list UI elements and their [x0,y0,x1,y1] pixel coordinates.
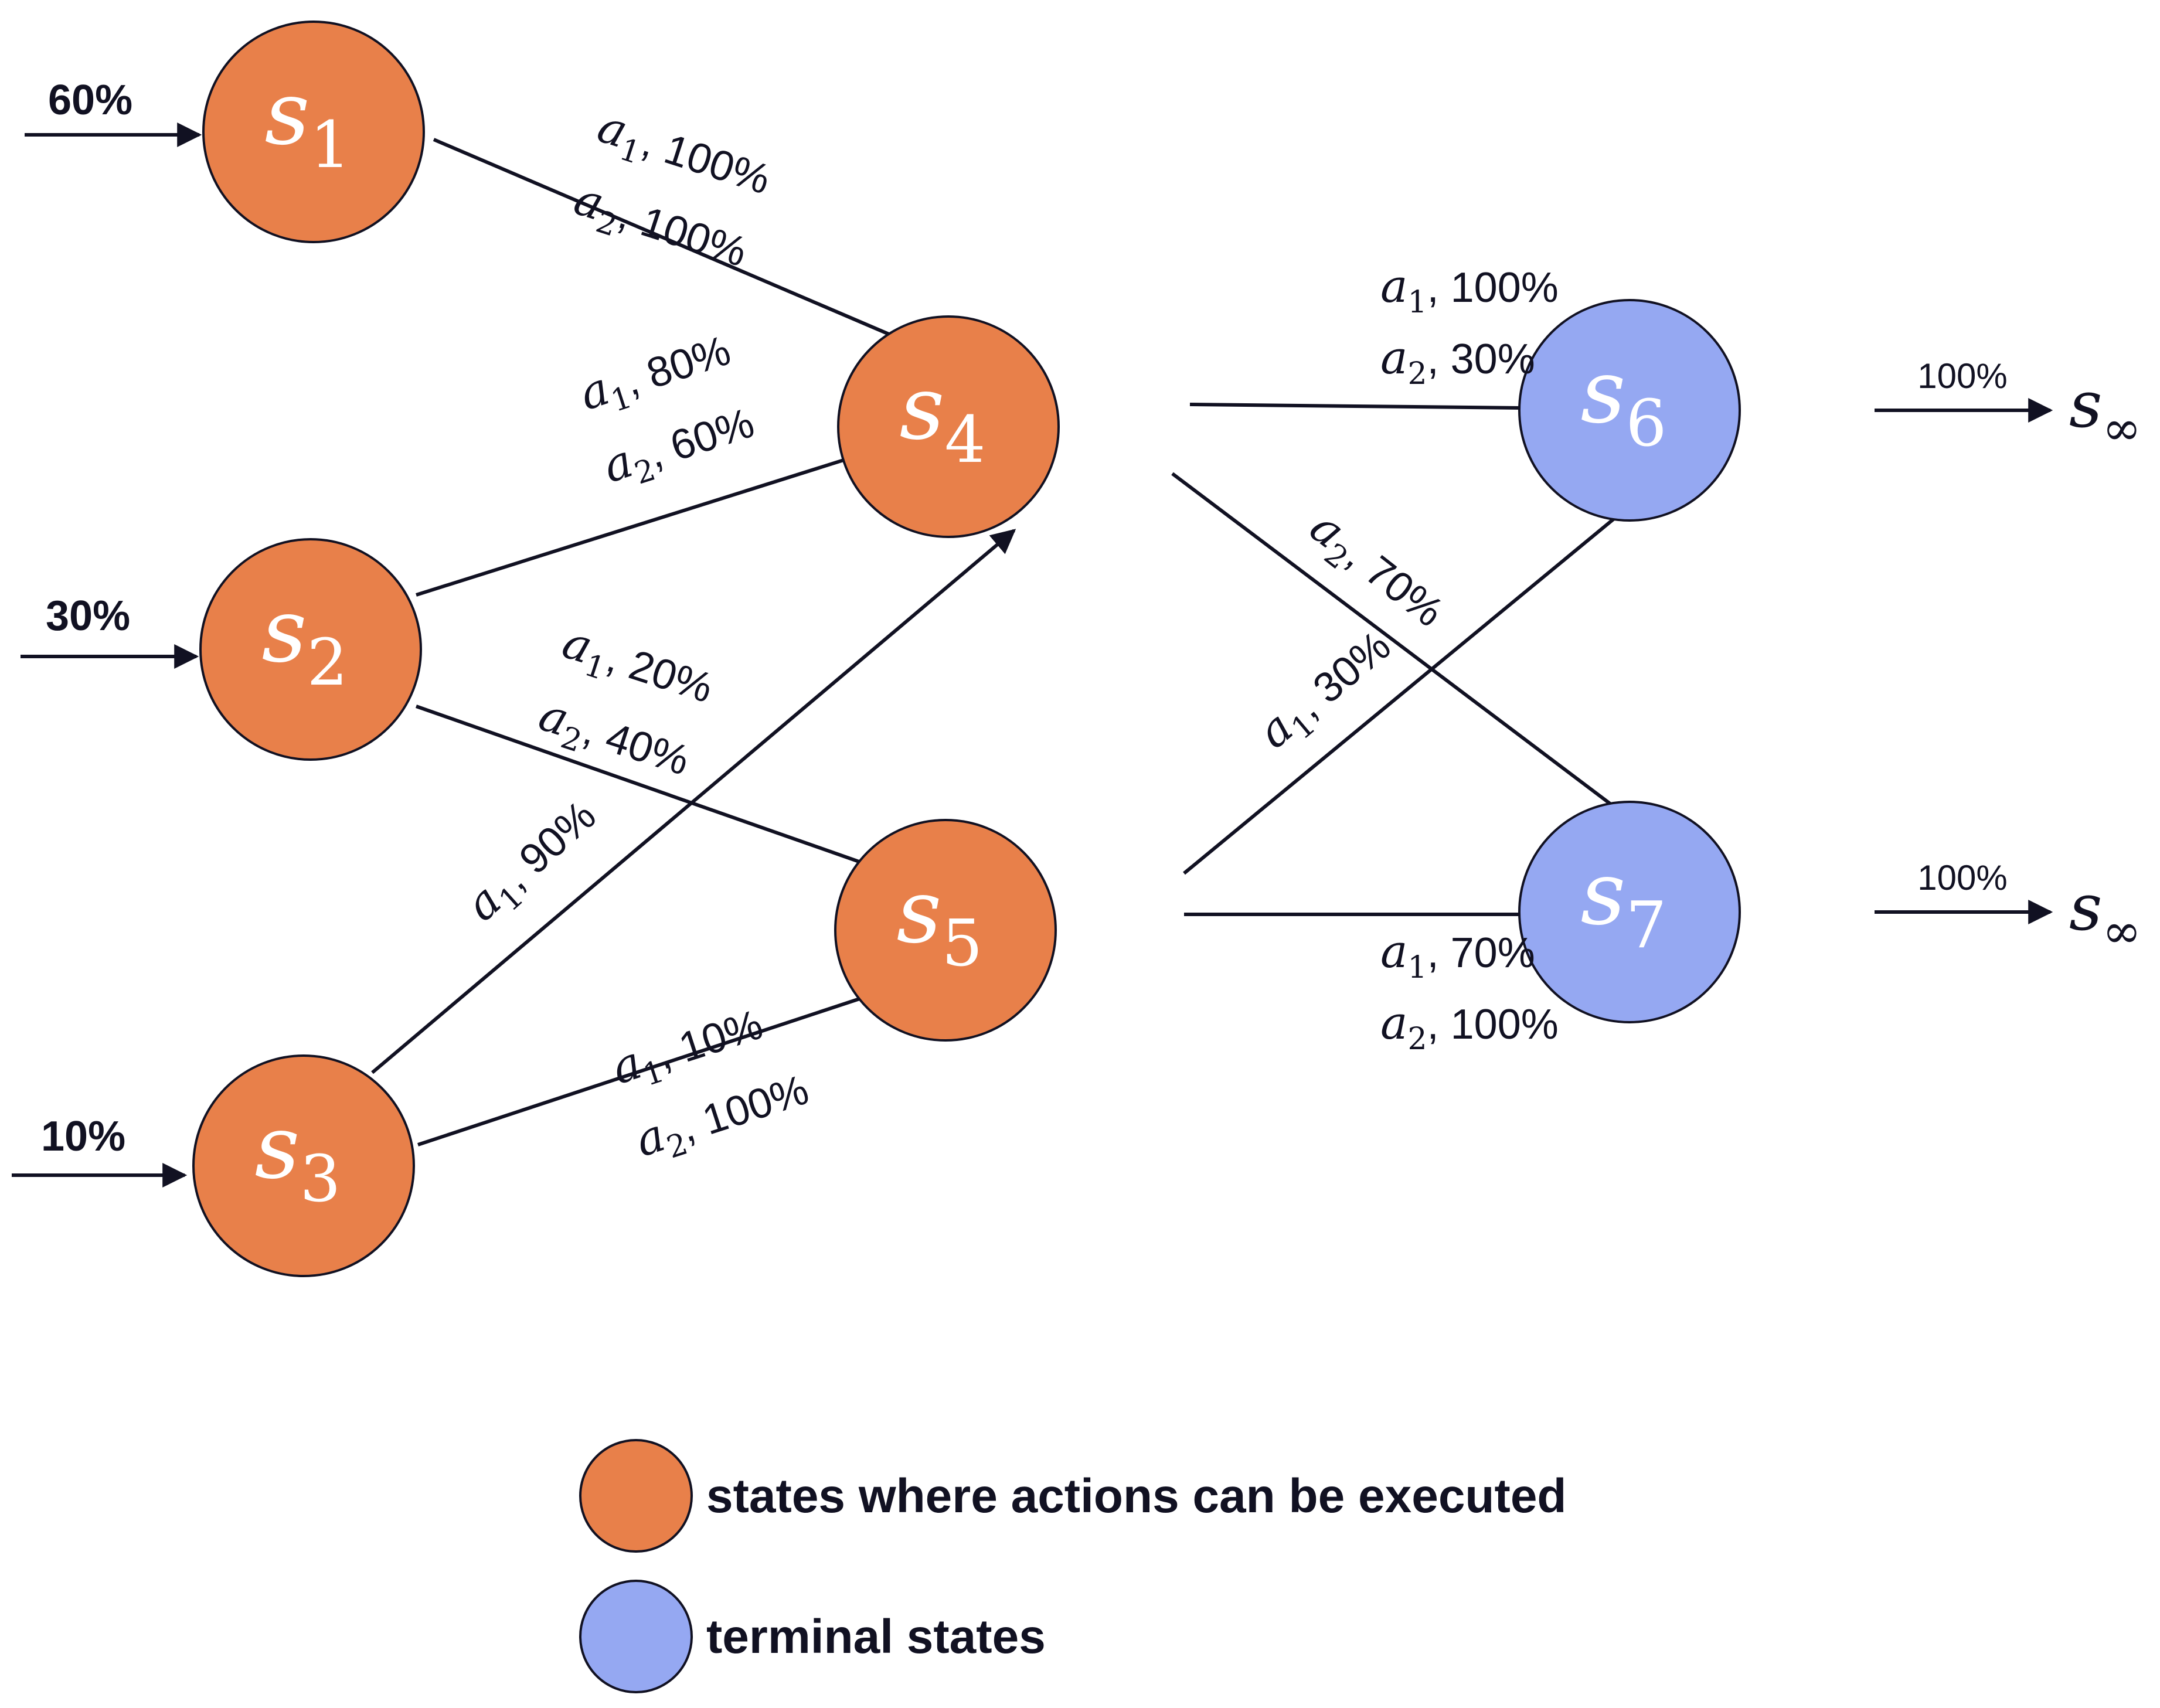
transition-arrow-s5-s6 [1183,480,1661,875]
absorbing-state-label: s∞ [2069,870,2141,958]
state-label: s4 [900,358,986,477]
legend-label: states where actions can be executed [706,1469,1567,1523]
action-probability-label: a1, 90% [455,789,610,937]
state-circle [192,1054,415,1277]
state-circle [834,819,1057,1042]
state-label: s1 [265,63,351,182]
action-probability-label: a2, 30% [1380,332,1535,392]
transition-label-s1-s4: a1, 100%a2, 100% [568,100,777,275]
state-node-s7: s7 [1518,801,1741,1023]
state-label: s2 [262,580,348,700]
action-probability-label: a2, 70% [1296,501,1455,643]
transition-label-s2-s5: a1, 20%a2, 40% [533,615,719,784]
legend-item-terminal: terminal states [579,1580,1046,1693]
legend-swatch [579,1580,693,1693]
transition-arrow-s4-s7 [1171,472,1658,840]
state-node-s1: s1 [202,21,425,243]
transition-label-s4-s7: a2, 70% [1296,501,1455,643]
state-label: s5 [897,861,983,981]
action-probability-label: a1, 30% [1248,619,1405,764]
legend-label: terminal states [706,1610,1046,1663]
state-node-s2: s2 [199,538,422,761]
action-probability-label: a1, 100% [589,100,777,212]
state-node-s3: s3 [192,1054,415,1277]
initial-probability-s1: 60% [48,77,132,124]
transition-label-s3-s5: a1, 10%a2, 100% [606,1001,814,1168]
transition-arrow-s3-s4 [371,529,1016,1074]
state-label: s7 [1581,843,1667,962]
state-circle [199,538,422,761]
transition-arrow-s2-s5 [416,705,945,896]
initial-probability-s2: 30% [46,593,130,639]
exit-probability-s7: 100% [1917,858,2007,897]
state-circle [1518,299,1741,522]
state-node-s6: s6 [1518,299,1741,522]
transition-label-s2-s4: a1, 80%a2, 60% [573,327,760,494]
transition-label-s5-s7: a1, 70% a2, 100% [1380,926,1559,1057]
state-circle [1518,801,1741,1023]
action-probability-label: a1, 20% [554,615,719,720]
state-label: s3 [255,1097,341,1216]
state-node-s5: s5 [834,819,1057,1042]
transition-label-s5-s6: a1, 30% [1248,619,1405,764]
absorbing-state-label: s∞ [2069,367,2141,455]
state-node-s4: s4 [837,315,1060,538]
state-label: s6 [1581,341,1667,461]
state-circle [202,21,425,243]
action-probability-label: a2, 100% [1380,997,1559,1057]
action-probability-label: a1, 100% [1380,260,1559,320]
state-circle [837,315,1060,538]
exit-probability-s6: 100% [1917,356,2007,396]
action-probability-label: a1, 70% [1380,926,1535,985]
transition-label-s3-s4: a1, 90% [455,789,610,937]
initial-probability-s3: 10% [41,1113,125,1160]
legend-item-action: states where actions can be executed [579,1439,1567,1553]
legend-swatch [579,1439,693,1553]
transition-label-s4-s6: a1, 100% a2, 30% [1380,260,1559,392]
transition-arrow-s1-s4 [433,138,967,369]
